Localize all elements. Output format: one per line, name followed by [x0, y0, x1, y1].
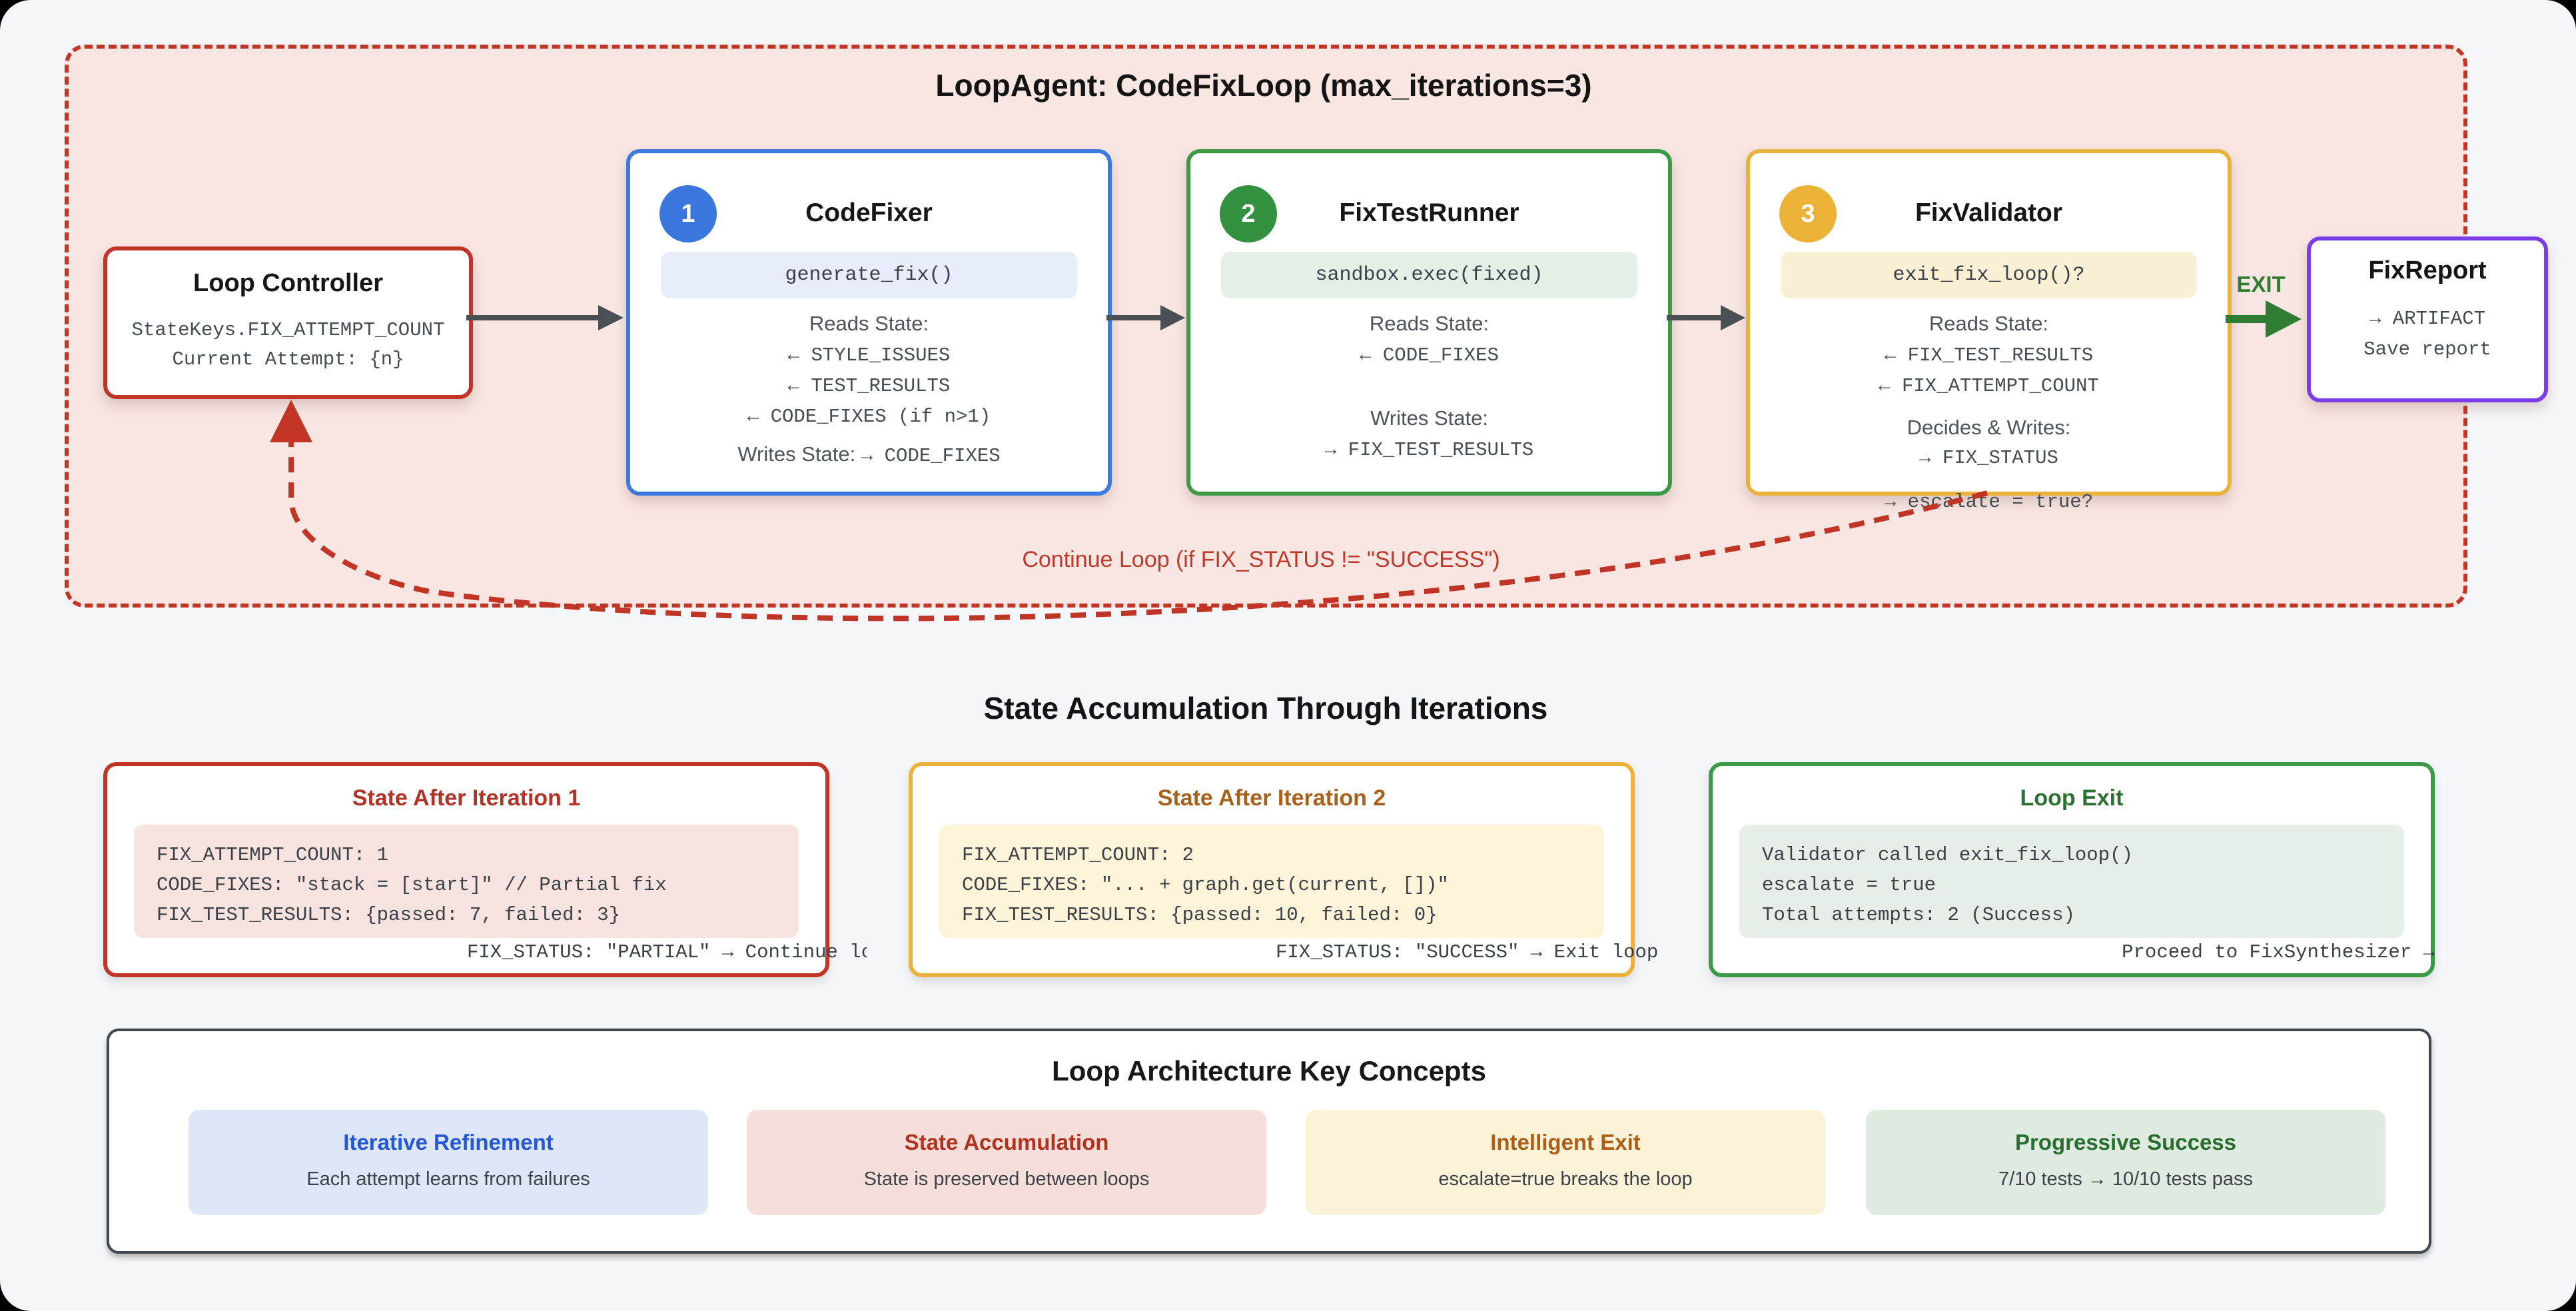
code-line: FIX_ATTEMPT_COUNT: 1 [157, 844, 389, 866]
fixvalidator-reads-1: ← FIX_TEST_RESULTS [1884, 344, 2094, 366]
loop-controller-statekey: StateKeys.FIX_ATTEMPT_COUNT [131, 319, 445, 341]
state-box-iteration-2: State After Iteration 2 FIX_ATTEMPT_COUN… [909, 762, 1658, 977]
codefixer-reads-1: ← STYLE_ISSUES [787, 344, 951, 366]
concept-card-title: Progressive Success [2014, 1130, 2237, 1154]
state-box-2-footer: FIX_STATUS: "SUCCESS" → Exit loop [1276, 941, 1659, 963]
code-line: FIX_ATTEMPT_COUNT: 2 [962, 844, 1194, 866]
step-1-badge: 1 [659, 185, 717, 242]
concept-card-state-accumulation: State Accumulation State is preserved be… [747, 1110, 1266, 1215]
loop-agent-title: LoopAgent: CodeFixLoop (max_iterations=3… [935, 68, 1592, 103]
state-box-3-code: Validator called exit_fix_loop() escalat… [1739, 825, 2404, 938]
code-line: CODE_FIXES: "stack = [start]" // Partial… [157, 874, 667, 896]
state-box-3-footer: Proceed to FixSynthesizer → [2122, 941, 2435, 963]
concept-card-progressive-success: Progressive Success 7/10 tests → 10/10 t… [1866, 1110, 2385, 1215]
key-concepts-title: Loop Architecture Key Concepts [1052, 1055, 1486, 1087]
key-concepts-panel: Loop Architecture Key Concepts Iterative… [107, 1029, 2431, 1254]
code-line: FIX_TEST_RESULTS: {passed: 7, failed: 3} [157, 904, 621, 926]
node-fixtestrunner: 2 FixTestRunner sandbox.exec(fixed) Read… [1186, 149, 1672, 496]
fixreport-title: FixReport [2368, 256, 2487, 284]
codefixer-reads-label: Reads State: [809, 312, 929, 335]
codefixer-writes-label: Writes State: [737, 442, 856, 466]
codefixer-writes-line: Writes State: → CODE_FIXES [630, 440, 1108, 471]
fixvalidator-writes-label: Decides & Writes: [1907, 416, 2071, 439]
fixtestrunner-title: FixTestRunner [1339, 199, 1519, 227]
fixvalidator-reads-label: Reads State: [1929, 312, 2049, 335]
code-line: escalate = true [1762, 874, 1936, 896]
loop-controller-title: Loop Controller [193, 269, 383, 297]
exit-arrow-label: EXIT [2236, 272, 2286, 296]
state-box-1-title: State After Iteration 1 [352, 785, 581, 811]
fixvalidator-reads-2: ← FIX_ATTEMPT_COUNT [1879, 375, 2099, 397]
step-3-badge: 3 [1779, 185, 1837, 242]
node-loop-controller: Loop Controller StateKeys.FIX_ATTEMPT_CO… [103, 246, 473, 399]
codefixer-reads-2: ← TEST_RESULTS [787, 375, 951, 397]
state-box-loop-exit: Loop Exit Validator called exit_fix_loop… [1709, 762, 2435, 977]
continue-loop-label: Continue Loop (if FIX_STATUS != "SUCCESS… [1022, 547, 1500, 572]
codefixer-writes-value: → CODE_FIXES [861, 445, 1001, 467]
node-fixreport: FixReport → ARTIFACT Save report [2307, 236, 2548, 402]
fixreport-save-line: Save report [2363, 338, 2491, 360]
fixtestrunner-reads-1: ← CODE_FIXES [1360, 344, 1499, 366]
state-box-2-code: FIX_ATTEMPT_COUNT: 2 CODE_FIXES: "... + … [939, 825, 1604, 938]
loop-controller-attempt: Current Attempt: {n} [172, 348, 404, 370]
concept-card-desc: State is preserved between loops [863, 1168, 1150, 1190]
step-2-badge: 2 [1220, 185, 1277, 242]
concept-card-desc: 7/10 tests → 10/10 tests pass [1998, 1168, 2254, 1190]
fixtestrunner-reads-label: Reads State: [1369, 312, 1490, 335]
code-line: CODE_FIXES: "... + graph.get(current, []… [962, 874, 1449, 896]
fixvalidator-writes-2: → escalate = true? [1884, 491, 2094, 513]
state-box-1-footer-clip: FIX_STATUS: "PARTIAL" → Continue loop [467, 938, 867, 967]
state-section-title: State Accumulation Through Iterations [983, 691, 1548, 725]
code-line: Total attempts: 2 (Success) [1762, 904, 2075, 926]
state-box-3-title: Loop Exit [2020, 785, 2124, 811]
node-codefixer: 1 CodeFixer generate_fix() Reads State: … [626, 149, 1112, 496]
code-line: Validator called exit_fix_loop() [1762, 844, 2133, 866]
concept-card-intelligent-exit: Intelligent Exit escalate=true breaks th… [1306, 1110, 1825, 1215]
codefixer-function-pill: generate_fix() [661, 252, 1077, 298]
concept-card-title: State Accumulation [904, 1130, 1109, 1154]
fixvalidator-title: FixValidator [1915, 199, 2063, 227]
fixvalidator-function-pill: exit_fix_loop()? [1781, 252, 2197, 298]
fixreport-artifact-line: → ARTIFACT [2369, 308, 2486, 330]
fixtestrunner-writes-1: → FIX_TEST_RESULTS [1324, 439, 1534, 461]
state-box-1-footer: FIX_STATUS: "PARTIAL" → Continue loop [467, 941, 867, 963]
fixtestrunner-writes-label: Writes State: [1370, 406, 1488, 430]
state-box-1-code: FIX_ATTEMPT_COUNT: 1 CODE_FIXES: "stack … [134, 825, 799, 938]
node-fixvalidator: 3 FixValidator exit_fix_loop()? Reads St… [1746, 149, 2232, 513]
state-box-iteration-1: State After Iteration 1 FIX_ATTEMPT_COUN… [103, 762, 867, 977]
code-line: FIX_TEST_RESULTS: {passed: 10, failed: 0… [962, 904, 1438, 926]
concept-card-iterative-refinement: Iterative Refinement Each attempt learns… [189, 1110, 708, 1215]
codefixer-reads-3: ← CODE_FIXES (if n>1) [747, 406, 991, 428]
concept-card-title: Intelligent Exit [1490, 1130, 1641, 1154]
fixtestrunner-function-pill: sandbox.exec(fixed) [1221, 252, 1637, 298]
concept-card-title: Iterative Refinement [343, 1130, 554, 1154]
concept-card-desc: Each attempt learns from failures [306, 1168, 590, 1190]
codefixer-title: CodeFixer [805, 199, 933, 227]
state-box-2-title: State After Iteration 2 [1157, 785, 1386, 811]
fixvalidator-writes-1: → FIX_STATUS [1919, 447, 2058, 469]
concept-card-desc: escalate=true breaks the loop [1438, 1168, 1693, 1190]
